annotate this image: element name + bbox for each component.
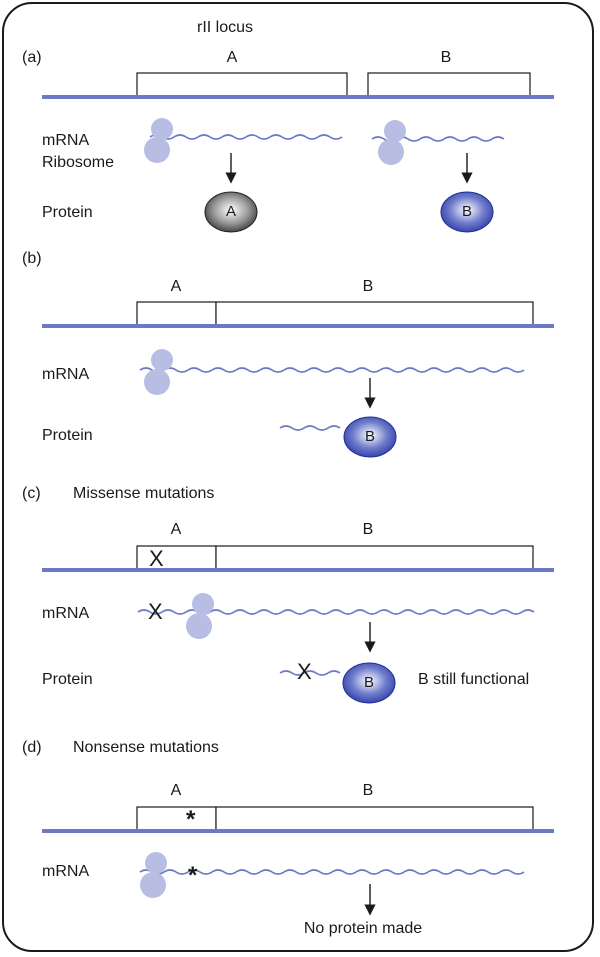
panel-c-letter: (c) — [22, 485, 41, 502]
mrna-strand — [139, 869, 525, 875]
figure-frame — [2, 2, 594, 952]
gene-a-box — [136, 72, 348, 98]
gene-a-box — [136, 301, 217, 327]
panel-b — [42, 301, 554, 458]
gene-a-label: A — [170, 782, 182, 799]
stop-codon-mark: * — [186, 806, 196, 833]
mrna-strand — [139, 367, 525, 373]
panel-d — [42, 806, 554, 916]
mrna-label: mRNA — [42, 605, 90, 622]
polypeptide-tail — [279, 425, 341, 431]
mrna-label: mRNA — [42, 132, 90, 149]
panel-d-letter: (d) — [22, 739, 42, 756]
mrna-label: mRNA — [42, 366, 90, 383]
gene-b-label: B — [362, 782, 374, 799]
mrna-strand-a — [149, 134, 343, 140]
protein-label: Protein — [42, 204, 93, 221]
gene-a-label: A — [170, 521, 182, 538]
panel-c-title: Missense mutations — [73, 485, 215, 502]
protein-label: Protein — [42, 671, 93, 688]
mutation-mark: X — [297, 659, 312, 684]
gene-a-box — [136, 806, 217, 832]
panel-a-letter: (a) — [22, 49, 42, 66]
mrna-label: mRNA — [42, 863, 90, 880]
b-functional-note: B still functional — [418, 671, 530, 688]
gene-a-box — [136, 545, 217, 571]
mutation-mark: X — [148, 599, 163, 624]
protein-label: Protein — [42, 427, 93, 444]
panel-a — [42, 72, 554, 233]
protein-a — [204, 191, 258, 233]
protein-b — [342, 662, 396, 704]
ribosome — [144, 349, 173, 395]
gene-b-box — [367, 72, 531, 98]
gene-b-label: B — [362, 278, 374, 295]
gene-b-box — [215, 806, 534, 832]
gene-b-box — [215, 545, 534, 571]
mutation-mark: X — [149, 546, 164, 571]
gene-b-box — [215, 301, 534, 327]
protein-b-letter: B — [461, 203, 473, 220]
panel-b-letter: (b) — [22, 250, 42, 267]
stop-codon-mark: * — [188, 862, 198, 889]
no-protein-note: No protein made — [303, 920, 423, 937]
locus-title: rII locus — [197, 19, 254, 36]
ribosome — [186, 593, 214, 639]
protein-b-letter: B — [364, 428, 376, 445]
polypeptide-tail — [279, 670, 341, 676]
ribosome — [140, 852, 167, 898]
protein-b — [440, 191, 494, 233]
ribosome-label: Ribosome — [42, 154, 115, 171]
protein-b-letter: B — [363, 674, 375, 691]
protein-a-letter: A — [225, 203, 237, 220]
gene-b-label: B — [362, 521, 374, 538]
gene-b-label: B — [440, 49, 452, 66]
gene-a-label: A — [226, 49, 238, 66]
panel-d-title: Nonsense mutations — [73, 739, 219, 756]
protein-b — [343, 416, 397, 458]
gene-a-label: A — [170, 278, 182, 295]
ribosome — [378, 120, 406, 165]
ribosome — [144, 118, 173, 163]
panel-c — [42, 545, 554, 704]
